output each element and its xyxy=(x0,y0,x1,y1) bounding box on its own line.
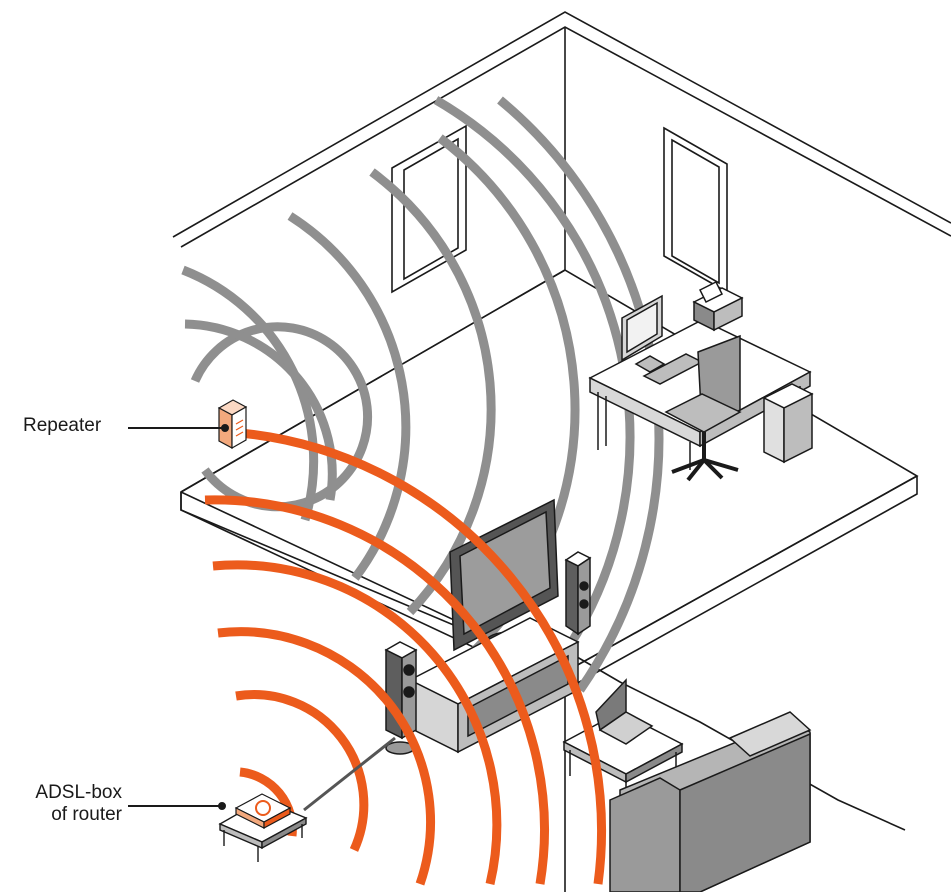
adsl-label-line1: ADSL-box xyxy=(35,782,122,803)
repeater-icon xyxy=(217,399,248,450)
printer-icon xyxy=(692,280,744,332)
repeater-label: Repeater xyxy=(23,415,102,436)
office-chair-icon xyxy=(664,334,742,482)
speaker-icon xyxy=(564,551,592,636)
house-structure xyxy=(172,11,951,892)
pc-tower-icon xyxy=(762,383,814,464)
living-room xyxy=(384,498,812,892)
router-icon xyxy=(234,793,292,830)
adsl-label-line2: of router xyxy=(51,804,122,825)
router-table xyxy=(218,736,396,862)
office-area xyxy=(588,280,814,482)
adsl-router-label: ADSL-box of router xyxy=(12,782,122,826)
laptop-icon xyxy=(595,678,654,745)
label-leaders xyxy=(128,424,229,810)
sofa-icon xyxy=(609,711,812,892)
repeater-signal-waves xyxy=(181,96,664,693)
